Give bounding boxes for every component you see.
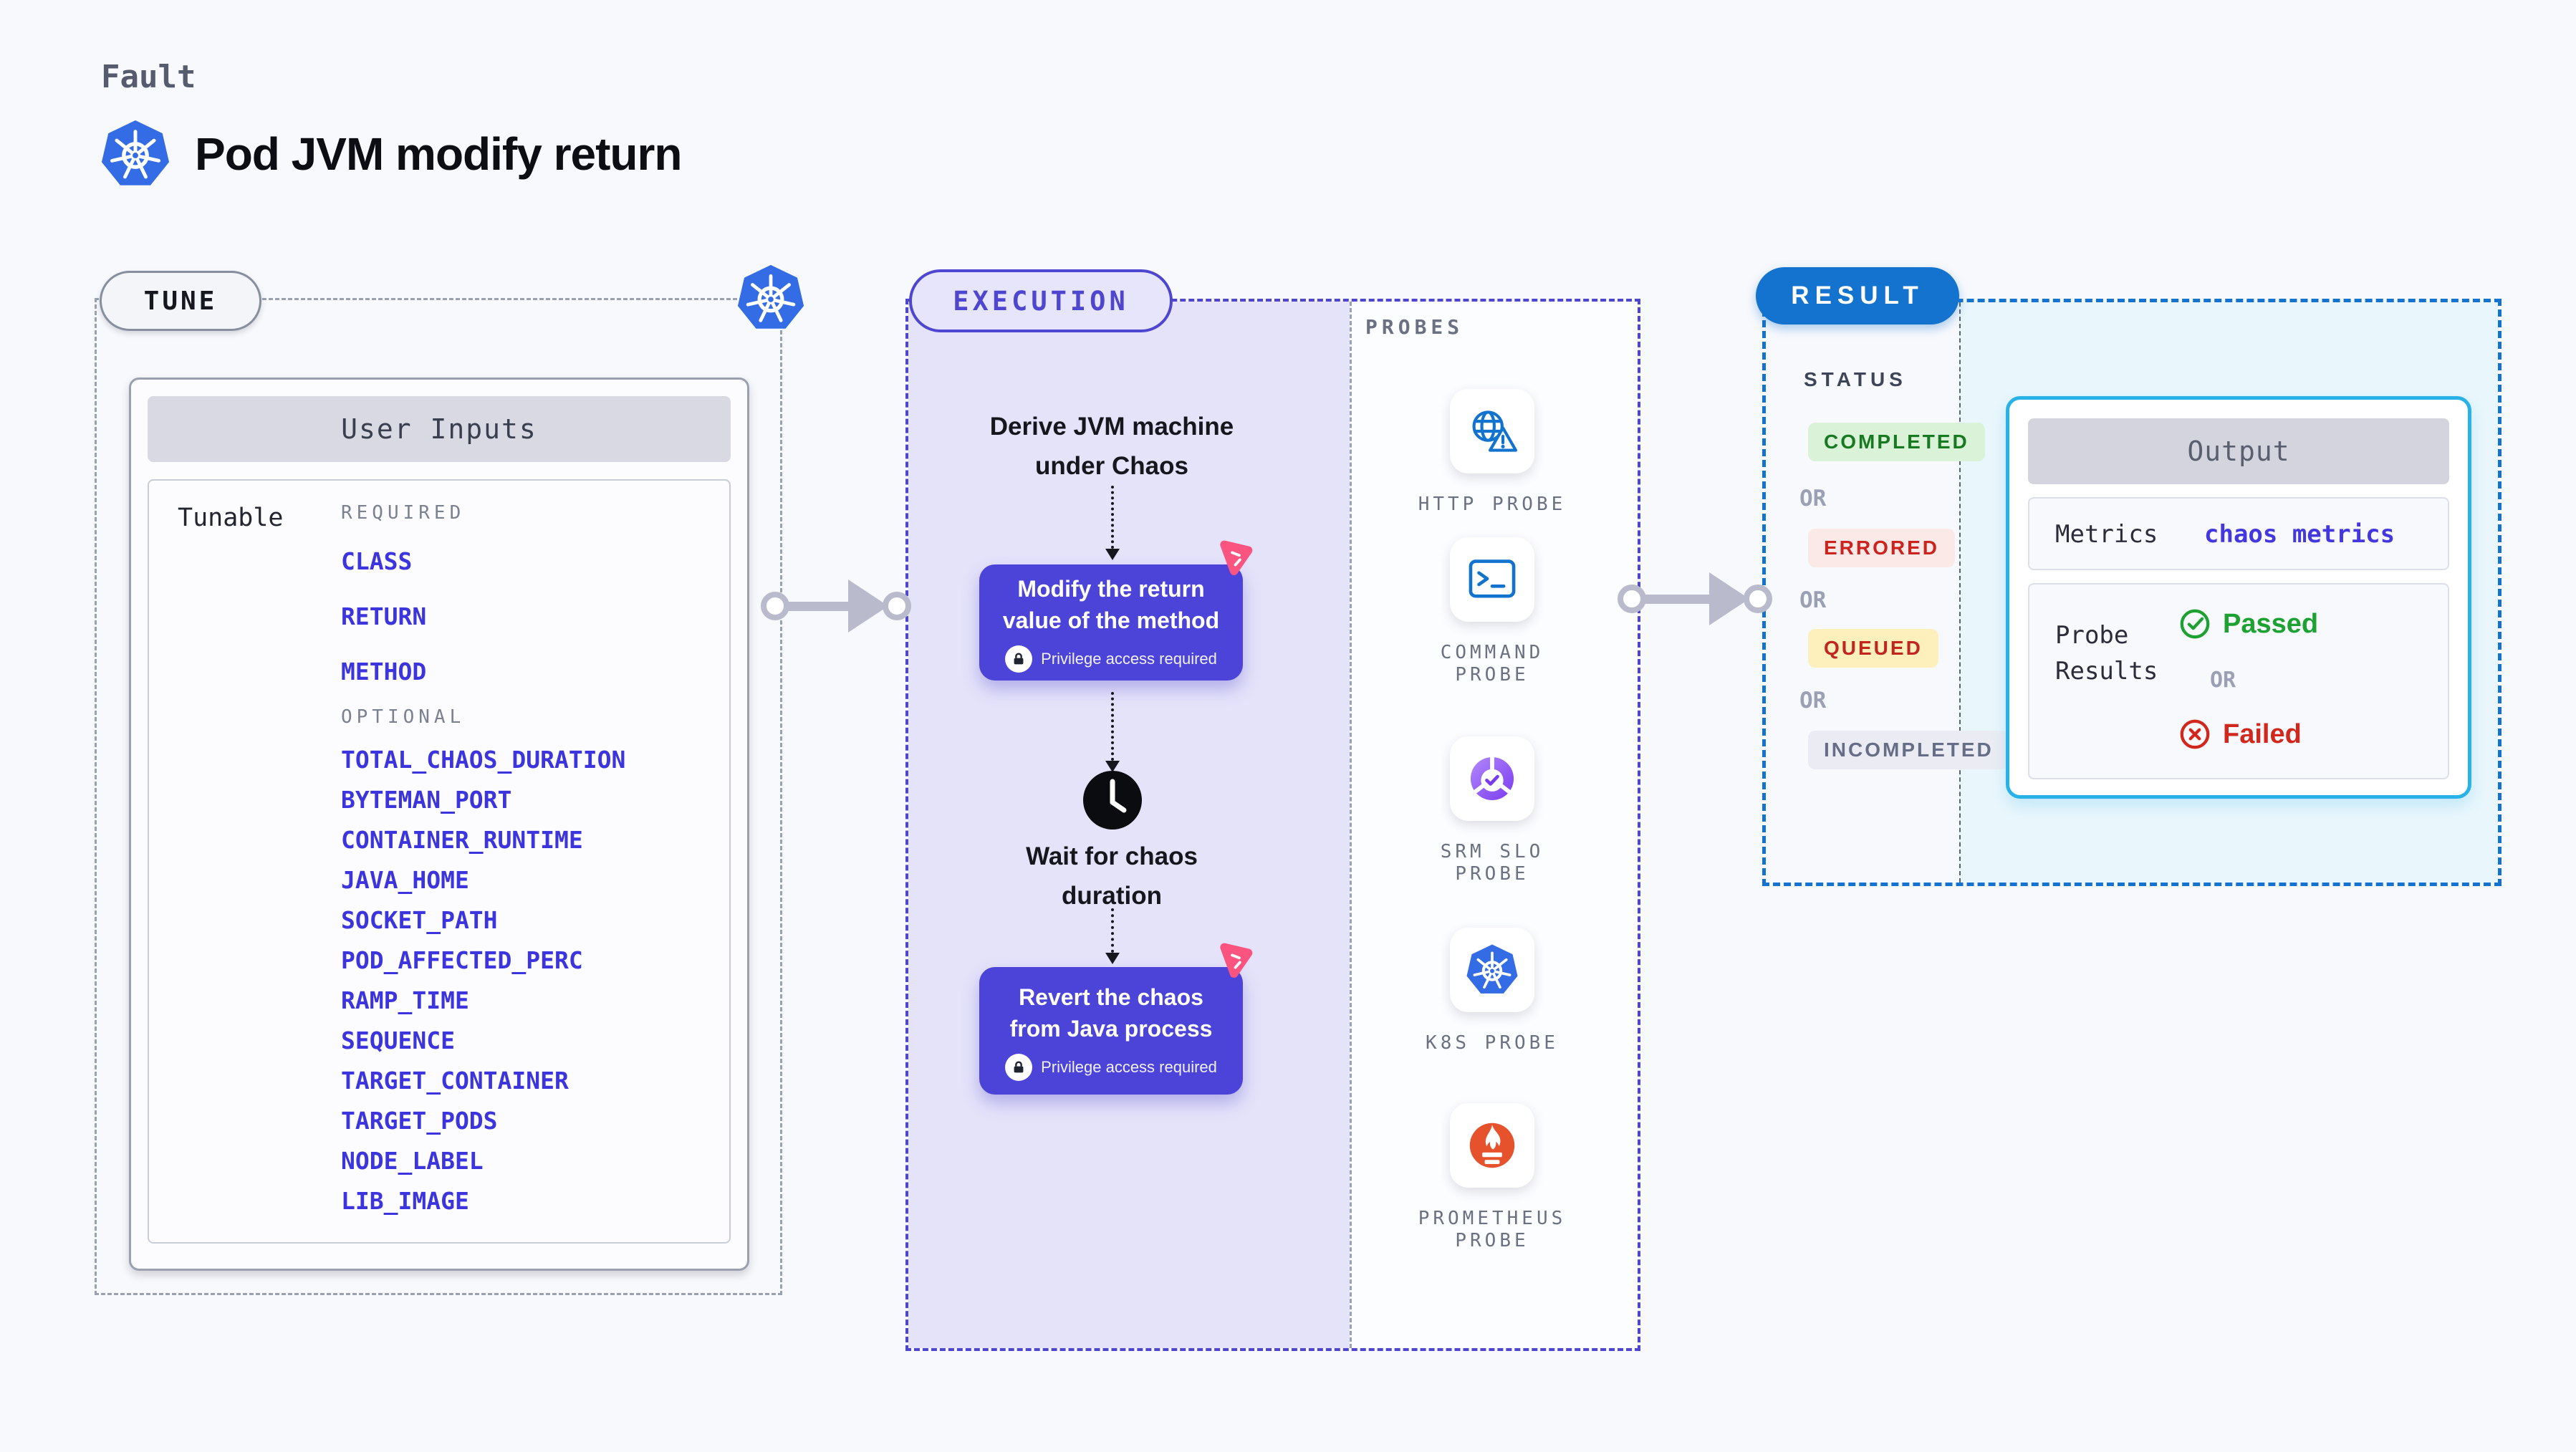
modify-return-step-node: Modify the return value of the method Pr… [979,564,1243,681]
wait-step-label: Wait for chaos duration [1026,842,1198,910]
clock-icon [1083,771,1142,830]
optional-heading: OPTIONAL [341,706,466,728]
flow-arrow-down [1105,908,1120,964]
param-target-pods: TARGET_PODS [341,1107,498,1135]
derive-step-label: Derive JVM machine under Chaos [989,413,1234,480]
kubernetes-icon [100,119,170,189]
probe-card [1450,736,1534,821]
connector-line [1643,594,1713,604]
tune-section-badge: TUNE [100,271,261,331]
param-pod-affected-perc: POD_AFFECTED_PERC [341,946,583,974]
probe-label: PROMETHEUS PROBE [1418,1208,1567,1251]
fault-kicker: Fault [101,59,196,95]
kubernetes-icon [736,264,805,332]
param-method: METHOD [341,658,427,686]
probe-label: HTTP PROBE [1418,494,1567,515]
revert-step-label: Revert the chaos from Java process [1009,984,1213,1042]
user-inputs-card: User Inputs Tunable REQUIRED CLASS RETUR… [129,378,749,1271]
lock-icon [1005,645,1033,673]
connector-dot [761,592,789,620]
param-return: RETURN [341,602,427,630]
param-container-runtime: CONTAINER_RUNTIME [341,826,583,854]
status-badge-completed: COMPLETED [1808,423,1985,461]
flow-arrow-down [1105,486,1120,560]
required-heading: REQUIRED [341,502,466,524]
revert-chaos-step-node: Revert the chaos from Java process Privi… [979,967,1243,1095]
param-total-chaos-duration: TOTAL_CHAOS_DURATION [341,746,626,774]
flow-arrow-down [1105,692,1120,772]
check-circle-icon [2178,607,2211,640]
tunable-row-label: Tunable [178,504,284,532]
param-target-container: TARGET_CONTAINER [341,1067,569,1095]
chaos-icon [1216,940,1255,979]
arrowhead [1709,572,1749,625]
connector-line [786,601,852,611]
lock-icon [1005,1053,1033,1081]
privilege-note: Privilege access required [1005,645,1217,673]
or-separator: OR [2210,668,2236,693]
cross-circle-icon [2178,718,2211,751]
param-class: CLASS [341,547,413,575]
probe-item-prometheus: PROMETHEUS PROBE [1403,1103,1582,1252]
chaos-icon [1216,537,1255,576]
probe-item-srm-slo: SRM SLO PROBE [1403,736,1582,885]
status-badge-queued: QUEUED [1808,629,1938,668]
globe-alert-icon [1466,405,1519,458]
or-separator: OR [1799,688,1827,713]
tune-to-execution-arrow [761,580,911,633]
status-heading: STATUS [1804,368,1907,390]
or-separator: OR [1799,486,1827,511]
output-card: Output Metrics chaos metrics Probe Resul… [2006,396,2471,799]
execution-section-outline [905,299,1640,1351]
param-ramp-time: RAMP_TIME [341,986,469,1014]
param-java-home: JAVA_HOME [341,866,469,894]
probe-item-command: COMMAND PROBE [1403,537,1582,686]
execution-section-badge: EXECUTION [909,269,1173,332]
connector-dot [883,592,911,620]
probe-label: COMMAND PROBE [1440,642,1544,686]
page-title: Pod JVM modify return [195,128,682,180]
metrics-value: chaos metrics [2204,520,2395,549]
privilege-note: Privilege access required [1005,1053,1217,1081]
tunable-params-list: REQUIRED CLASS RETURN METHOD OPTIONAL TO… [341,502,625,1229]
connector-dot [1618,585,1646,613]
probe-card [1450,389,1534,473]
param-byteman-port: BYTEMAN_PORT [341,786,512,814]
terminal-icon [1466,553,1519,606]
result-section-badge: RESULT [1756,267,1959,324]
probe-card [1450,1103,1534,1188]
probe-label: K8S PROBE [1426,1032,1559,1054]
slo-donut-check-icon [1466,752,1519,805]
modify-step-label: Modify the return value of the method [1002,575,1220,633]
prometheus-icon [1466,1119,1519,1172]
probe-card [1450,928,1534,1012]
tune-section-outline [95,298,782,1295]
metrics-label: Metrics [2055,520,2158,549]
output-title: Output [2028,418,2449,484]
connector-dot [1744,585,1772,613]
kubernetes-icon [1466,943,1519,996]
execution-flow-background [908,302,1350,1348]
probe-item-http: HTTP PROBE [1403,389,1582,516]
metrics-row: Metrics chaos metrics [2028,497,2449,570]
probe-results-row: Probe Results Passed OR Failed [2028,583,2449,779]
probe-results-label: Probe Results [2055,621,2158,686]
param-node-label: NODE_LABEL [341,1147,484,1175]
probe-card [1450,537,1534,622]
param-sequence: SEQUENCE [341,1027,455,1054]
param-socket-path: SOCKET_PATH [341,906,498,934]
probe-item-k8s: K8S PROBE [1403,928,1582,1054]
passed-result: Passed [2178,607,2318,640]
status-badge-incompleted: INCOMPLETED [1808,731,2009,769]
arrowhead [848,580,888,633]
failed-result: Failed [2178,718,2302,751]
param-lib-image: LIB_IMAGE [341,1187,469,1215]
user-inputs-table: Tunable REQUIRED CLASS RETURN METHOD OPT… [148,479,731,1244]
probe-label: SRM SLO PROBE [1440,841,1544,885]
or-separator: OR [1799,587,1827,613]
user-inputs-title: User Inputs [148,396,731,462]
status-badge-errored: ERRORED [1808,529,1956,567]
execution-to-result-arrow [1618,572,1772,625]
probes-heading: PROBES [1365,315,1464,339]
